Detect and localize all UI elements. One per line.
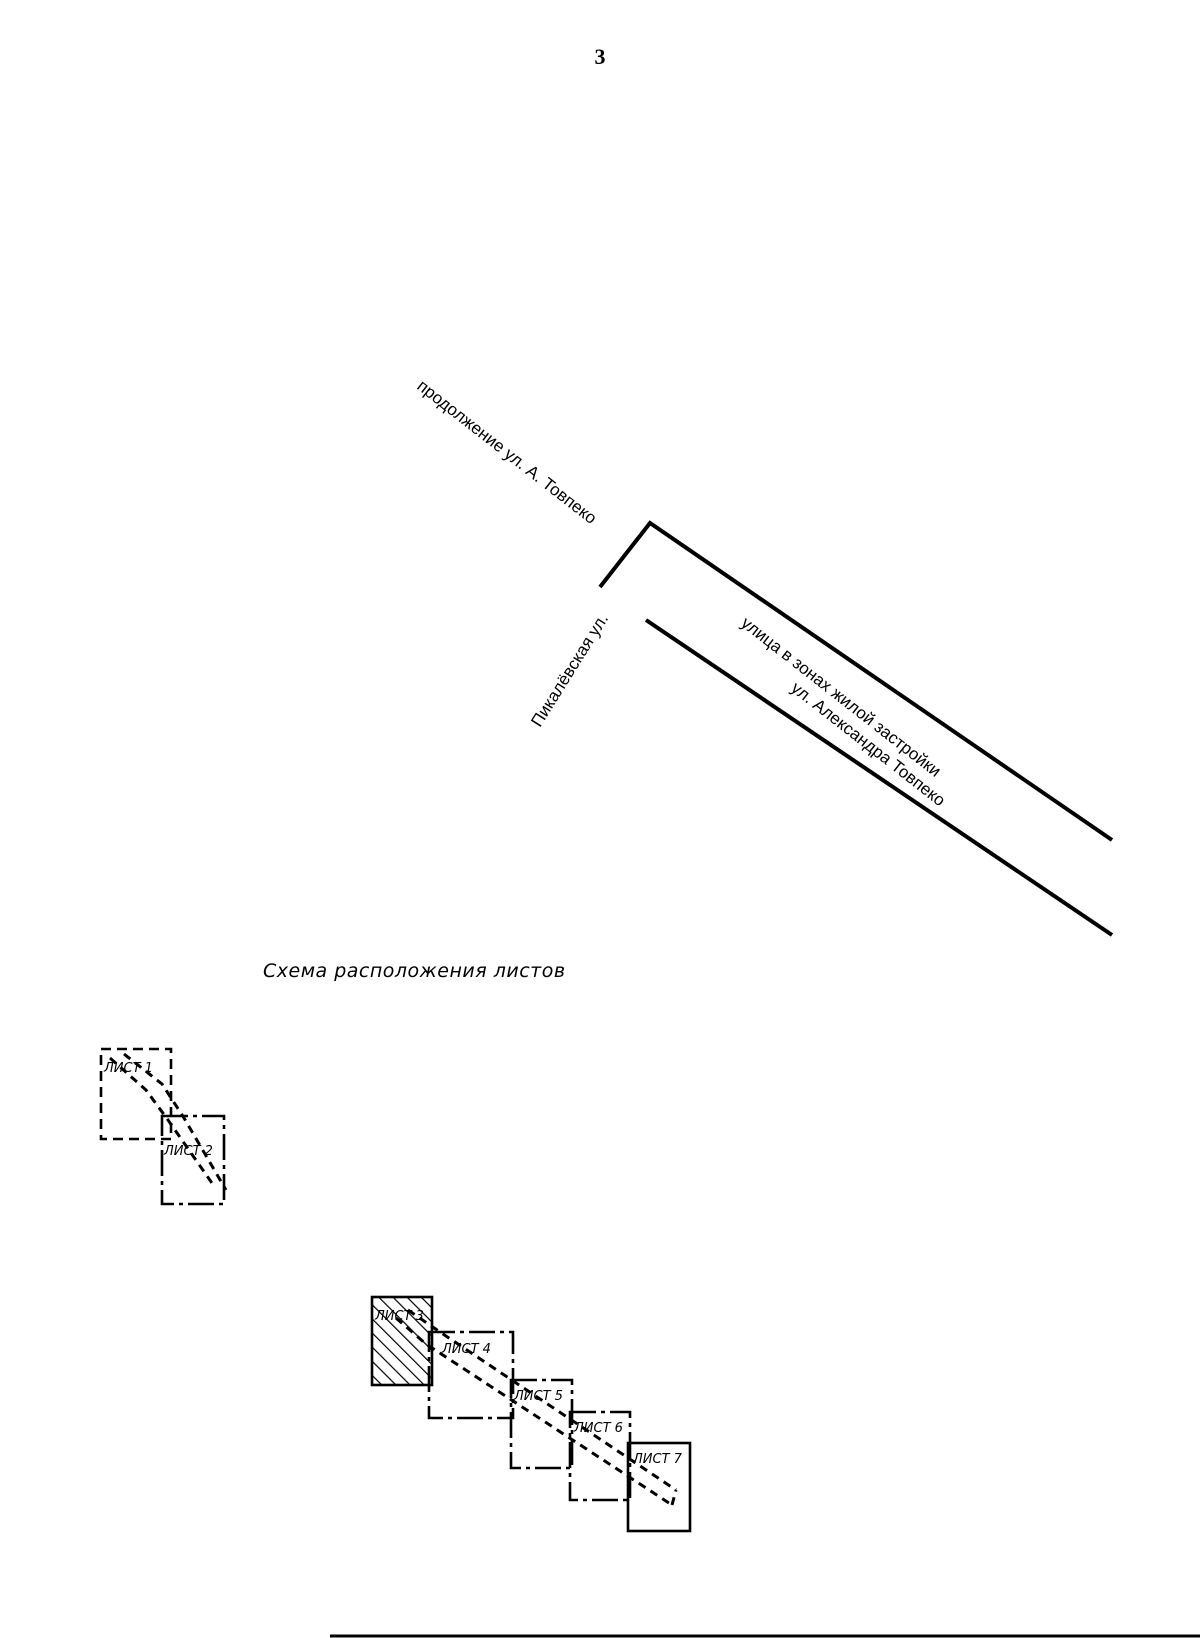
sheet-scheme-title: Схема расположения листов [263, 960, 566, 982]
sheet-6-label: ЛИСТ 6 [573, 1421, 623, 1436]
street-lines [598, 520, 1114, 937]
street-lower-edge [644, 618, 1114, 937]
continuation-street-label: продолжение ул. А. Товпеко [414, 376, 601, 528]
residential-zone-street-label: улица в зонах жилой застройки [738, 613, 945, 781]
sheet-4-frame: ЛИСТ 4 [427, 1330, 515, 1420]
sheet-2-label: ЛИСТ 2 [163, 1144, 213, 1159]
page-number: 3 [594, 44, 606, 69]
sheet-1-label: ЛИСТ 1 [103, 1061, 153, 1076]
sheet-1-frame: ЛИСТ 1 [99, 1047, 173, 1141]
sheet-2-frame: ЛИСТ 2 [160, 1114, 226, 1206]
road-path-lower [395, 1308, 678, 1507]
sheet-7-label: ЛИСТ 7 [632, 1452, 683, 1467]
sheet-5-frame: ЛИСТ 5 [509, 1378, 574, 1470]
sheet-7-frame: ЛИСТ 7 [626, 1441, 692, 1533]
street-upper-edge [598, 520, 1114, 842]
main-street-label: ул. Александра Товпеко [788, 678, 949, 810]
sheet-6-frame: ЛИСТ 6 [568, 1410, 632, 1502]
pikalevskaya-street-label: Пикалёвская ул. [527, 610, 612, 730]
sheet-layout-scheme: ЛИСТ 1 ЛИСТ 2 ЛИСТ 3 ЛИСТ 4 ЛИСТ 5 [99, 1047, 692, 1533]
road-path-upper [109, 1052, 228, 1191]
